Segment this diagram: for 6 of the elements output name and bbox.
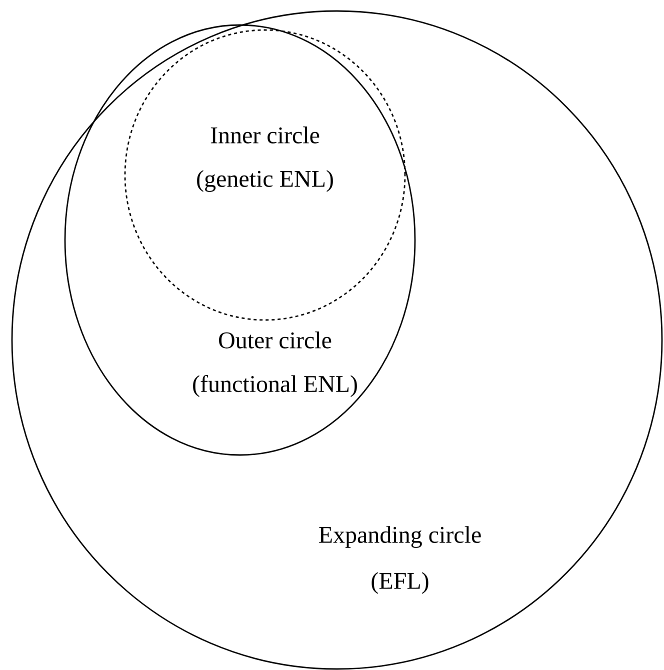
- circle-label: (functional ENL): [193, 375, 357, 397]
- circle-label: Expanding circle: [319, 526, 481, 548]
- circle-label: Inner circle: [210, 126, 320, 144]
- circle-label: (genetic ENL): [197, 170, 333, 192]
- circle-label: Outer circle: [219, 332, 332, 348]
- circle-label: (EFL): [372, 572, 428, 594]
